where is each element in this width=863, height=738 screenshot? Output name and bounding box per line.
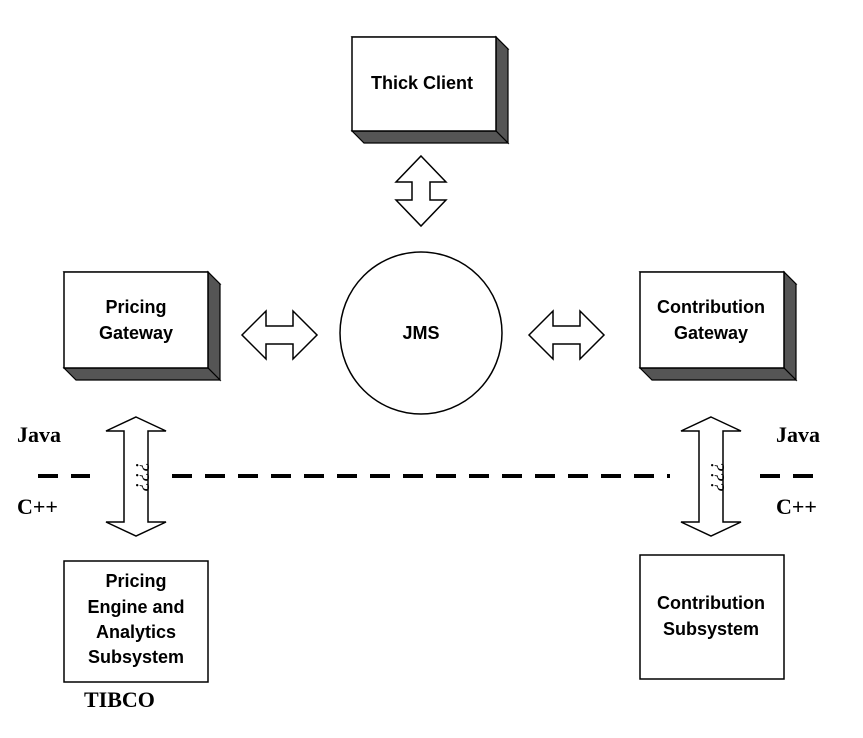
java-label-right: Java	[776, 422, 820, 447]
pricing-gateway-engine-arrow	[105, 416, 167, 537]
thick-client-label: Thick Client	[371, 73, 473, 93]
thick-client-jms-arrow	[394, 154, 448, 228]
contribution-gateway-subsystem-unknown-label: ???	[706, 461, 728, 491]
pricing-engine-label-line1: Pricing	[105, 571, 166, 591]
jms-contribution-gateway-arrow	[527, 309, 606, 361]
cpp-label-right: C++	[776, 494, 817, 519]
pricing-engine-box: Pricing Engine and Analytics Subsystem	[63, 560, 209, 683]
pricing-gateway-engine-unknown-label: ???	[131, 461, 153, 491]
pricing-gateway-box: Pricing Gateway	[62, 270, 222, 382]
contribution-subsystem-box: Contribution Subsystem	[639, 554, 785, 680]
pricing-gateway-jms-arrow	[240, 309, 319, 361]
contribution-gateway-label-line1: Contribution	[657, 297, 765, 317]
contribution-subsystem-label-line1: Contribution	[657, 593, 765, 613]
pricing-engine-label-line3: Analytics	[96, 622, 176, 642]
thick-client-box: Thick Client	[350, 35, 510, 145]
pricing-gateway-label-line2: Gateway	[99, 323, 173, 343]
cpp-label-left: C++	[17, 494, 58, 519]
contribution-gateway-label-line2: Gateway	[674, 323, 748, 343]
pricing-gateway-label-line1: Pricing	[105, 297, 166, 317]
jms-label: JMS	[402, 323, 439, 343]
contribution-gateway-box: Contribution Gateway	[638, 270, 798, 382]
tibco-label: TIBCO	[84, 687, 155, 712]
pricing-engine-label-line4: Subsystem	[88, 647, 184, 667]
pricing-engine-label-line2: Engine and	[87, 597, 184, 617]
java-label-left: Java	[17, 422, 61, 447]
contribution-subsystem-label-line2: Subsystem	[663, 619, 759, 639]
jms-node: JMS	[339, 251, 503, 415]
contribution-gateway-subsystem-arrow	[680, 416, 742, 537]
